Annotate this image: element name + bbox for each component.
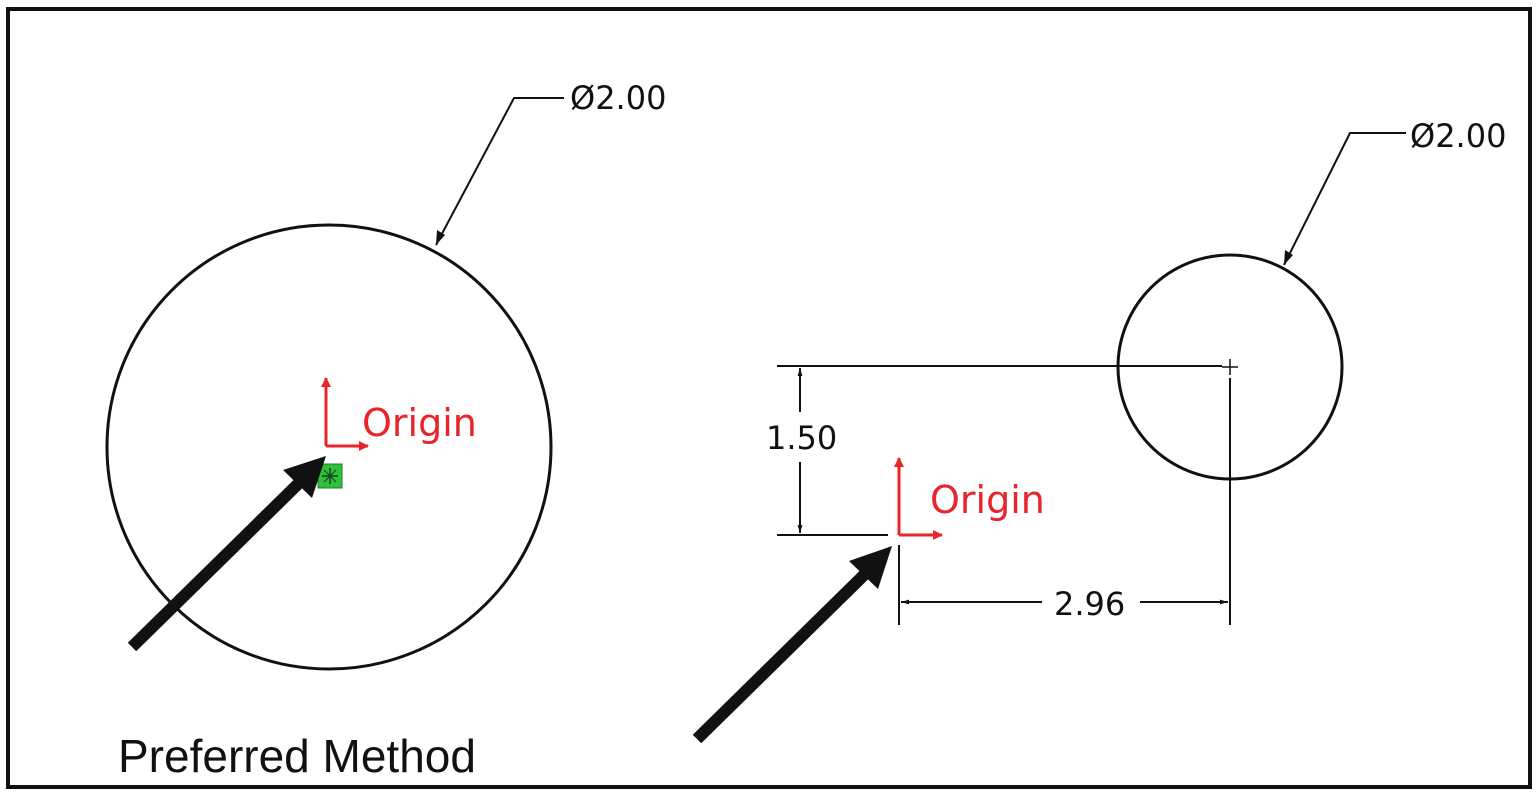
drawing-border [6, 7, 1532, 789]
left-origin-label: Origin [362, 401, 477, 445]
preferred-method-caption: Preferred Method [118, 730, 476, 782]
left-circle [105, 223, 553, 671]
left-diameter-leader [435, 97, 564, 246]
right-diameter-label: Ø2.00 [1410, 117, 1506, 155]
horizontal-dimension-label: 2.96 [1054, 585, 1125, 623]
vertical-dimension-label: 1.50 [766, 419, 837, 457]
right-origin-label: Origin [930, 478, 1045, 522]
left-diameter-leader-arrow [436, 230, 445, 245]
left-view: Ø2.00 Origin Preferred Method [105, 79, 666, 782]
right-view: Ø2.00 1.50 2.96 Origin [692, 117, 1506, 744]
left-diameter-label: Ø2.00 [570, 79, 666, 117]
right-diameter-leader [1283, 132, 1406, 266]
right-diameter-leader-arrow [1284, 250, 1293, 265]
right-pointer-arrow-icon [692, 546, 892, 744]
left-pointer-arrow-icon [127, 456, 326, 652]
